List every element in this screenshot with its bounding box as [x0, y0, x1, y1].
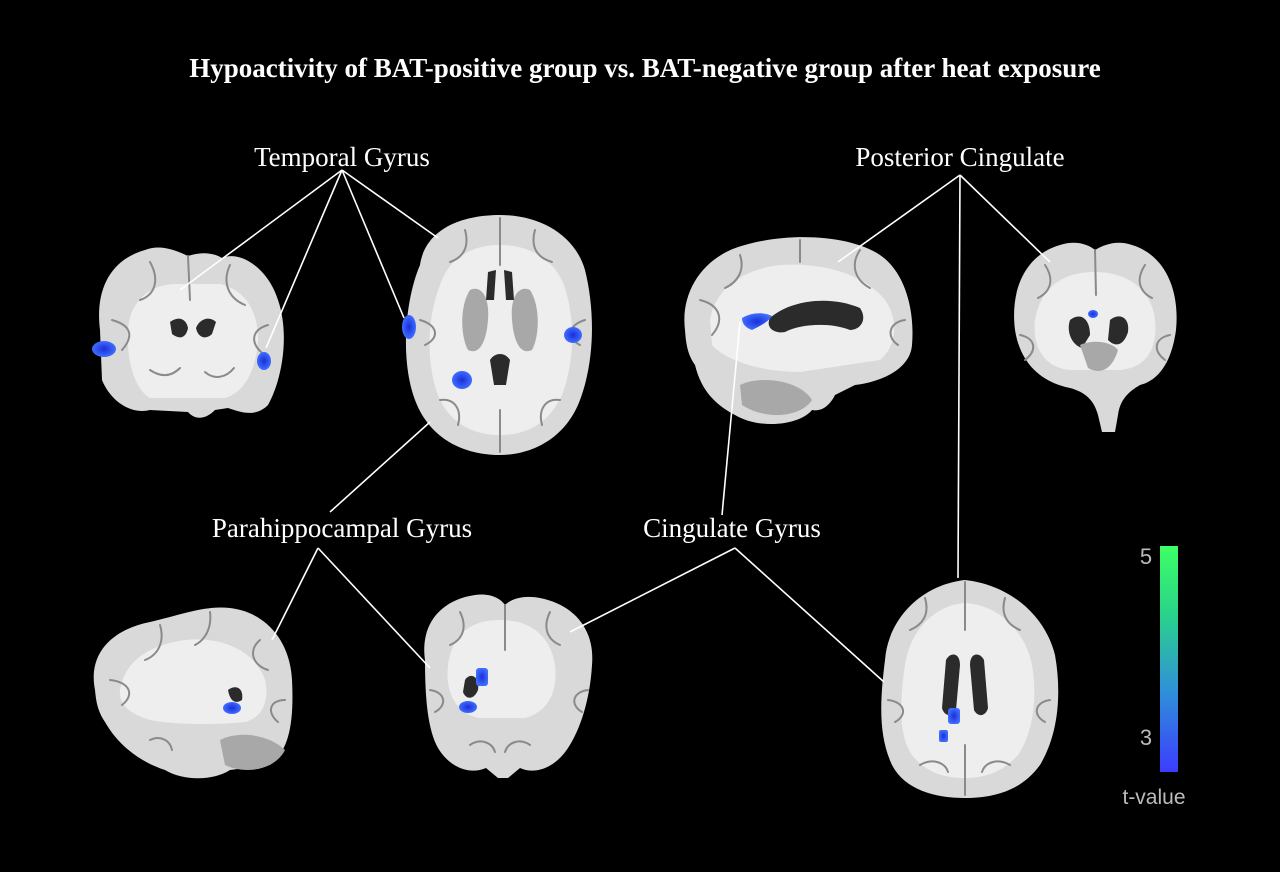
parahippocampal-gyrus-leaders — [271, 421, 431, 669]
activation-blob — [402, 315, 416, 339]
activation-blob — [948, 708, 960, 724]
activation-blob — [476, 668, 488, 686]
activation-blob — [742, 313, 772, 330]
sagittal-slice-cingulate — [684, 237, 913, 425]
label-parahippocampal-gyrus: Parahippocampal Gyrus — [212, 513, 472, 543]
activation-blob — [939, 730, 948, 742]
coronal-slice-posterior-cingulate — [1014, 242, 1177, 432]
sagittal-slice-parahippocampal — [93, 607, 293, 779]
temporal-gyrus-leaders — [179, 169, 439, 349]
colorbar-max-label: 5 — [1140, 544, 1152, 569]
colorbar-gradient — [1160, 546, 1178, 772]
colorbar-caption: t-value — [1122, 786, 1185, 809]
activation-blob — [223, 702, 241, 714]
coronal-slice-temporal — [92, 247, 284, 418]
activation-blob — [1088, 310, 1098, 318]
activation-blob — [257, 352, 271, 370]
colorbar: 5 3 t-value — [1122, 544, 1185, 809]
cingulate-gyrus-leaders — [569, 321, 885, 683]
axial-slice-posterior-cingulate — [881, 580, 1059, 798]
axial-slice-temporal — [402, 215, 592, 455]
activation-blob — [564, 327, 582, 343]
label-posterior-cingulate: Posterior Cingulate — [855, 142, 1064, 172]
label-temporal-gyrus: Temporal Gyrus — [254, 142, 430, 172]
colorbar-min-label: 3 — [1140, 725, 1152, 750]
activation-blob — [459, 701, 477, 713]
activation-blob — [452, 371, 472, 389]
figure-title: Hypoactivity of BAT-positive group vs. B… — [189, 53, 1101, 83]
coronal-slice-cingulate — [424, 594, 593, 778]
posterior-cingulate-leaders — [837, 174, 1051, 579]
label-cingulate-gyrus: Cingulate Gyrus — [643, 513, 821, 543]
activation-blob — [92, 341, 116, 357]
